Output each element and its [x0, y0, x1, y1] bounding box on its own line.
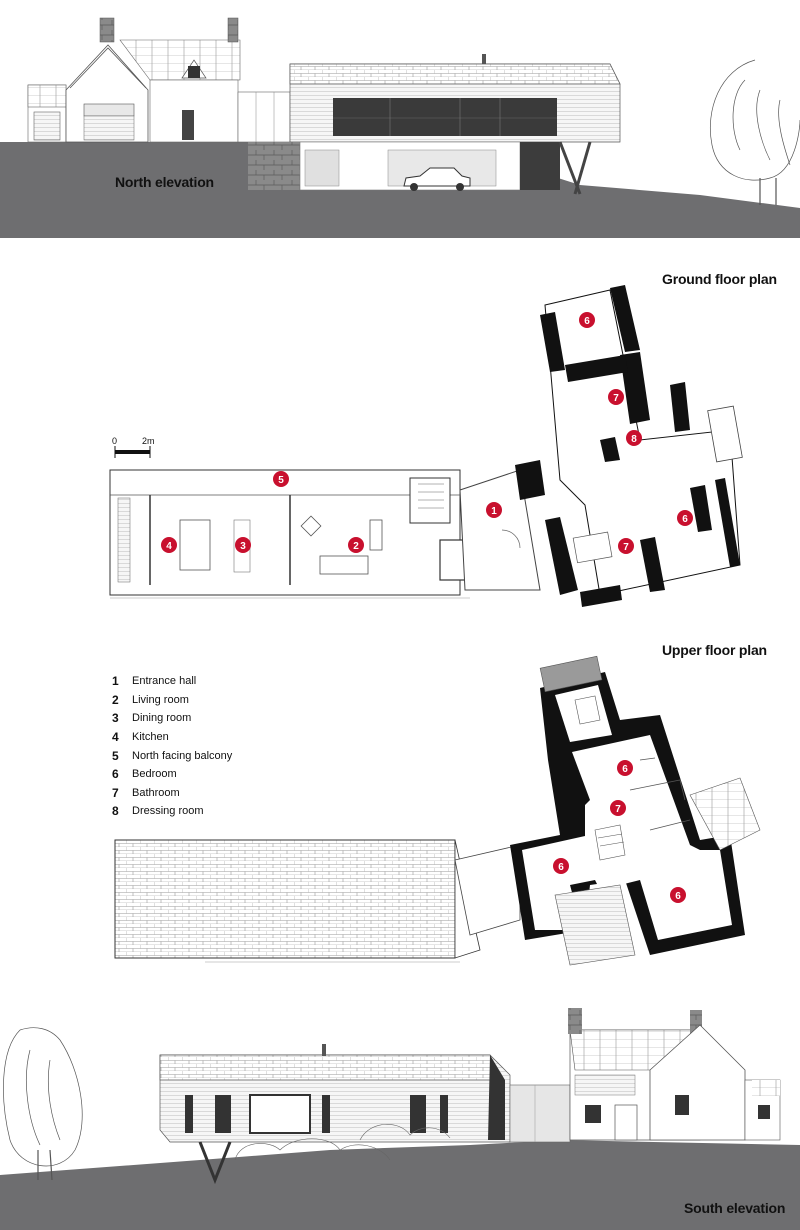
- south-tree: [3, 1027, 83, 1181]
- ground-thick-walls: [515, 285, 740, 607]
- south-shrubs: [234, 1124, 451, 1161]
- ground-marker-circles: [161, 312, 693, 554]
- north-tree: [710, 59, 800, 205]
- marker-dining-room: 3: [240, 541, 246, 552]
- upper-marker-labels: 6 7 6 6: [558, 764, 681, 902]
- marker-bathroom: 7: [613, 393, 619, 404]
- scale-bar: [114, 446, 151, 458]
- legend-number: 1: [112, 674, 119, 689]
- legend-item: 5 North facing balcony: [112, 746, 232, 765]
- north-new-house: [248, 54, 621, 195]
- south-cottage: [568, 1008, 781, 1141]
- scale-start-label: 0: [112, 436, 118, 446]
- marker-balcony: 5: [278, 475, 284, 486]
- marker-bedroom: 6: [622, 764, 628, 775]
- marker-bedroom: 6: [558, 862, 564, 873]
- legend-label: Kitchen: [132, 731, 169, 744]
- upper-marker-circles: [553, 760, 686, 903]
- marker-bedroom: 6: [584, 316, 590, 327]
- upper-floor-title: Upper floor plan: [662, 642, 767, 658]
- legend-item: 6 Bedroom: [112, 765, 232, 784]
- legend-number: 7: [112, 785, 119, 800]
- legend-label: Dressing room: [132, 805, 204, 818]
- legend-label: Bathroom: [132, 786, 180, 799]
- south-ground: [0, 1140, 800, 1230]
- marker-bathroom: 7: [623, 542, 629, 553]
- marker-living-room: 2: [353, 541, 359, 552]
- legend-label: Bedroom: [132, 768, 177, 781]
- ground-floor-title: Ground floor plan: [662, 271, 777, 287]
- legend-number: 4: [112, 730, 119, 745]
- ground-marker-labels: 5 6 7 8 1 4 3 2 7 6: [166, 316, 688, 553]
- marker-bedroom: 6: [682, 514, 688, 525]
- south-elevation-title: South elevation: [684, 1200, 786, 1216]
- legend-label: Living room: [132, 693, 189, 706]
- legend-number: 2: [112, 692, 119, 707]
- legend-number: 3: [112, 711, 119, 726]
- legend-item: 7 Bathroom: [112, 784, 232, 803]
- legend-number: 8: [112, 804, 119, 819]
- room-legend: 1 Entrance hall 2 Living room 3 Dining room…: [112, 672, 232, 821]
- legend-number: 5: [112, 748, 119, 763]
- marker-entrance-hall: 1: [491, 506, 497, 517]
- legend-number: 6: [112, 767, 119, 782]
- legend-label: Entrance hall: [132, 675, 197, 688]
- scale-end-label: 2m: [142, 436, 155, 446]
- legend-item: 2 Living room: [112, 691, 232, 710]
- ground-floor-plan: [109, 285, 743, 607]
- legend-item: 1 Entrance hall: [112, 672, 232, 691]
- upper-roof: [114, 839, 456, 959]
- car-silhouette: [403, 167, 471, 191]
- marker-kitchen: 4: [166, 541, 172, 552]
- marker-bathroom: 7: [615, 804, 621, 815]
- north-elevation: [0, 17, 800, 238]
- legend-label: North facing balcony: [132, 749, 233, 762]
- legend-item: 3 Dining room: [112, 709, 232, 728]
- north-cottage: [27, 17, 291, 143]
- marker-bedroom: 6: [675, 891, 681, 902]
- legend-label: Dining room: [132, 712, 192, 725]
- legend-item: 8 Dressing room: [112, 802, 232, 821]
- north-elevation-title: North elevation: [115, 174, 214, 190]
- south-elevation: [0, 1008, 800, 1230]
- marker-dressing-room: 8: [631, 434, 637, 445]
- legend-item: 4 Kitchen: [112, 728, 232, 747]
